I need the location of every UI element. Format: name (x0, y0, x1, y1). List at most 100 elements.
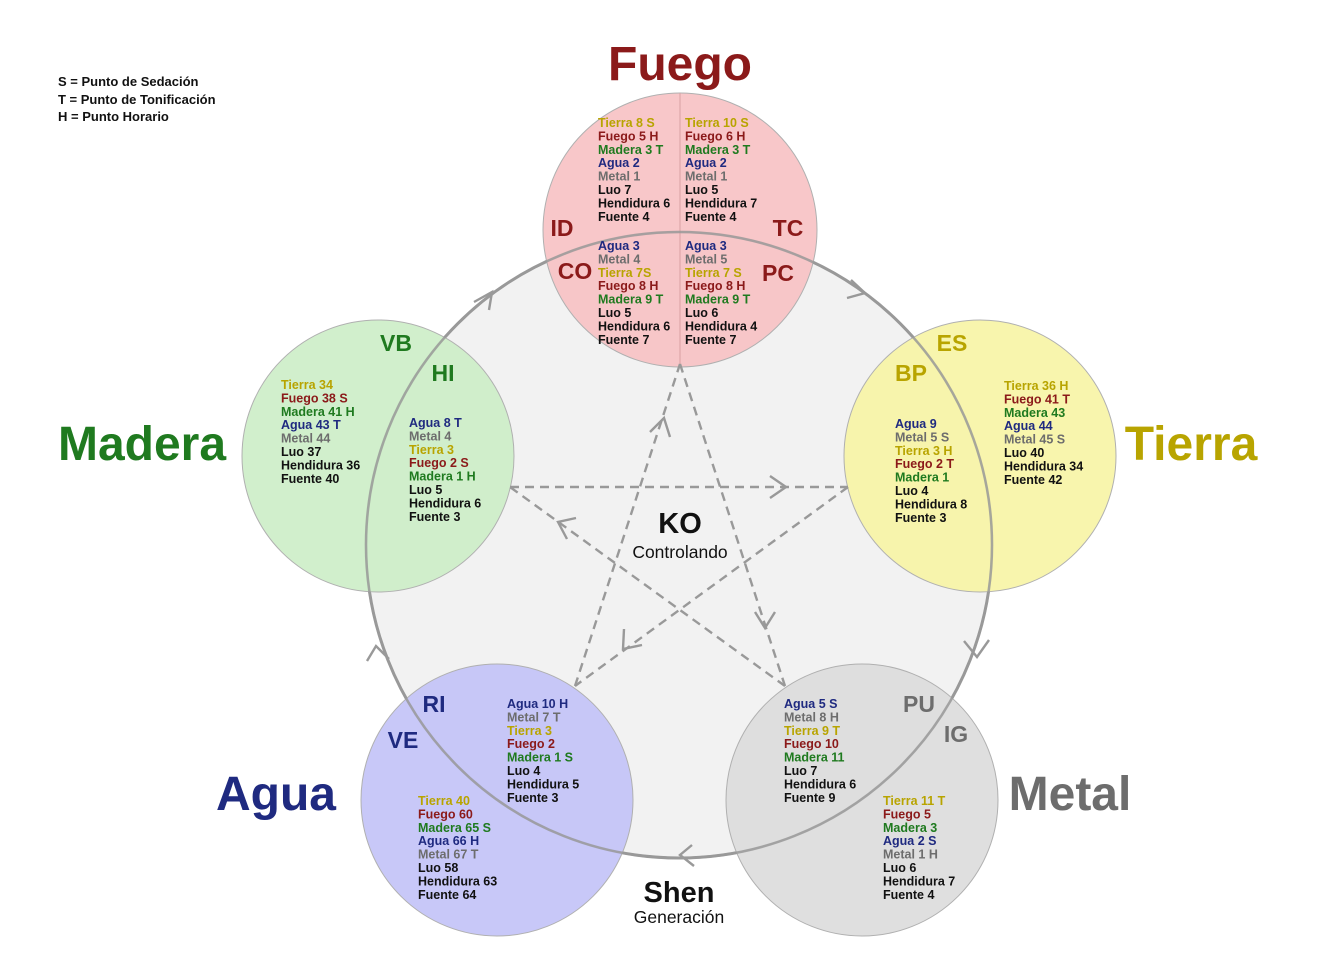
point-entry: Tierra 10 S (685, 116, 749, 130)
point-entry: Tierra 3 (409, 443, 454, 457)
point-entry: Agua 3 (685, 239, 727, 253)
organ-vb: VB (380, 330, 412, 356)
organ-tc: TC (773, 215, 804, 241)
agua-title: Agua (216, 768, 336, 821)
point-entry: Metal 1 H (883, 848, 938, 862)
point-entry: Madera 11 (784, 751, 845, 765)
point-entry: Luo 58 (418, 861, 458, 875)
point-entry: Agua 2 S (883, 834, 937, 848)
point-entry: Fuego 6 H (685, 129, 745, 143)
organ-ig: IG (944, 721, 968, 747)
point-entry: Madera 3 T (598, 143, 664, 157)
point-entry: Fuego 2 (507, 737, 555, 751)
point-entry: Fuego 38 S (281, 391, 348, 405)
point-entry: Fuego 5 (883, 807, 931, 821)
point-entry: Agua 8 T (409, 416, 462, 430)
point-entry: Hendidura 7 (685, 196, 757, 210)
organ-hi: HI (432, 360, 455, 386)
point-entry: Tierra 8 S (598, 116, 655, 130)
ko-arrow-madera-tierra (769, 475, 789, 499)
point-entry: Luo 5 (685, 183, 718, 197)
point-entry: Fuente 7 (598, 333, 649, 347)
point-entry: Fuego 2 S (409, 456, 469, 470)
point-entry: Fuente 4 (598, 210, 649, 224)
point-entry: Madera 9 T (598, 293, 664, 307)
point-entry: Metal 5 (685, 252, 727, 266)
legend-sedation: S = Punto de Sedación (58, 74, 199, 89)
point-entry: Fuente 3 (409, 510, 460, 524)
point-entry: Fuente 9 (784, 791, 835, 805)
ko-line-fuego-metal (678, 363, 787, 687)
point-entry: Madera 3 (883, 821, 937, 835)
ko-arrow-metal-madera (556, 516, 577, 540)
point-entry: Tierra 11 T (883, 794, 946, 808)
point-entry: Metal 44 (281, 432, 330, 446)
shen-label: Shen (644, 877, 715, 909)
ko-arrow-agua-fuego (649, 415, 672, 438)
shen-sublabel: Generación (634, 907, 724, 927)
point-entry: Luo 7 (784, 764, 817, 778)
legend-tonification: T = Punto de Tonificación (58, 91, 216, 107)
point-entry: Luo 40 (1004, 446, 1044, 460)
point-entry: Madera 1 S (507, 751, 573, 765)
point-entry: Madera 1 H (409, 470, 476, 484)
point-entry: Metal 4 (598, 252, 640, 266)
point-entry: Fuego 8 H (685, 279, 745, 293)
point-entry: Fuego 2 T (895, 457, 954, 471)
point-entry: Fuente 64 (418, 888, 476, 902)
point-entry: Agua 43 T (281, 418, 341, 432)
point-entry: Hendidura 6 (598, 196, 670, 210)
point-entry: Luo 6 (685, 306, 718, 320)
shen-arrow-metal-agua (678, 844, 695, 867)
point-entry: Madera 43 (1004, 406, 1065, 420)
shen-arrows (365, 279, 990, 867)
point-entry: Fuente 42 (1004, 473, 1062, 487)
point-entry: Tierra 7 S (685, 266, 742, 280)
tierra-title: Tierra (1125, 418, 1258, 471)
point-entry: Metal 67 T (418, 848, 479, 862)
organ-pu: PU (903, 691, 935, 717)
point-entry: Hendidura 7 (883, 874, 955, 888)
madera-title: Madera (58, 418, 226, 471)
point-entry: Agua 10 H (507, 697, 568, 711)
organ-es: ES (937, 330, 968, 356)
point-entry: Luo 4 (507, 764, 540, 778)
legend-horary: H = Punto Horario (58, 109, 169, 124)
ko-label: KO (658, 508, 702, 540)
point-entry: Fuente 40 (281, 472, 339, 486)
shen-arrow-tierra-metal (963, 639, 990, 659)
point-entry: Luo 37 (281, 445, 321, 459)
point-entry: Metal 8 H (784, 710, 839, 724)
organ-ri: RI (423, 691, 446, 717)
point-entry: Madera 1 (895, 471, 949, 485)
ko-line-tierra-agua (574, 486, 849, 687)
shen-arrow-madera-fuego (473, 289, 494, 311)
organ-ve: VE (388, 727, 419, 753)
point-entry: Fuente 4 (883, 888, 934, 902)
point-entry: Fuego 41 T (1004, 392, 1070, 406)
point-entry: Fuego 5 H (598, 129, 658, 143)
organ-id: ID (551, 215, 574, 241)
point-entry: Fuente 3 (507, 791, 558, 805)
point-entry: Agua 2 (685, 156, 727, 170)
point-entry: Tierra 34 (281, 378, 333, 392)
point-entry: Fuego 8 H (598, 279, 658, 293)
point-entry: Madera 41 H (281, 405, 355, 419)
point-entry: Tierra 3 (507, 724, 552, 738)
point-entry: Luo 7 (598, 183, 631, 197)
ko-sublabel: Controlando (632, 542, 727, 562)
point-entry: Hendidura 6 (598, 319, 670, 333)
point-entry: Hendidura 63 (418, 874, 497, 888)
point-entry: Tierra 36 H (1004, 379, 1068, 393)
point-entry: Hendidura 36 (281, 458, 360, 472)
